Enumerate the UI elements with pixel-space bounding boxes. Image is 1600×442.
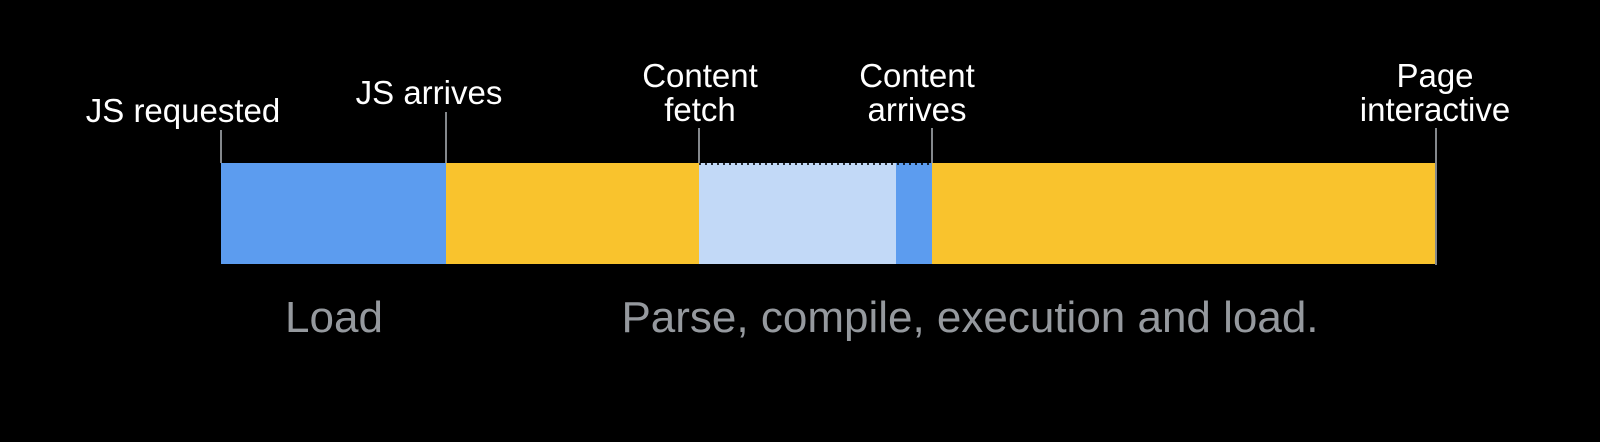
segment-content-arrives-sliver	[896, 163, 932, 264]
caption-parse-compile-execution-load: Parse, compile, execution and load.	[621, 293, 1319, 342]
milestone-tick-page-interactive	[1435, 128, 1437, 265]
segment-parse-compile-1	[446, 163, 699, 264]
milestone-tick-content-fetch	[698, 128, 700, 163]
milestone-label-js-arrives: JS arrives	[355, 74, 503, 111]
caption-load: Load	[285, 293, 383, 342]
segment-load	[221, 163, 446, 264]
timeline-bar	[221, 163, 1435, 264]
milestone-tick-content-arrives	[931, 128, 933, 163]
milestone-tick-js-arrives	[445, 112, 447, 163]
milestone-label-page-interactive: Page interactive	[1359, 57, 1511, 128]
segment-content-fetch	[699, 163, 896, 264]
milestone-label-content-arrives: Content arrives	[859, 57, 975, 128]
milestone-label-content-fetch: Content fetch	[642, 57, 758, 128]
speculative-dotted-edge	[699, 163, 932, 165]
milestone-label-js-requested: JS requested	[85, 92, 281, 129]
segment-parse-compile-2	[932, 163, 1435, 264]
milestone-tick-js-requested	[220, 130, 222, 163]
